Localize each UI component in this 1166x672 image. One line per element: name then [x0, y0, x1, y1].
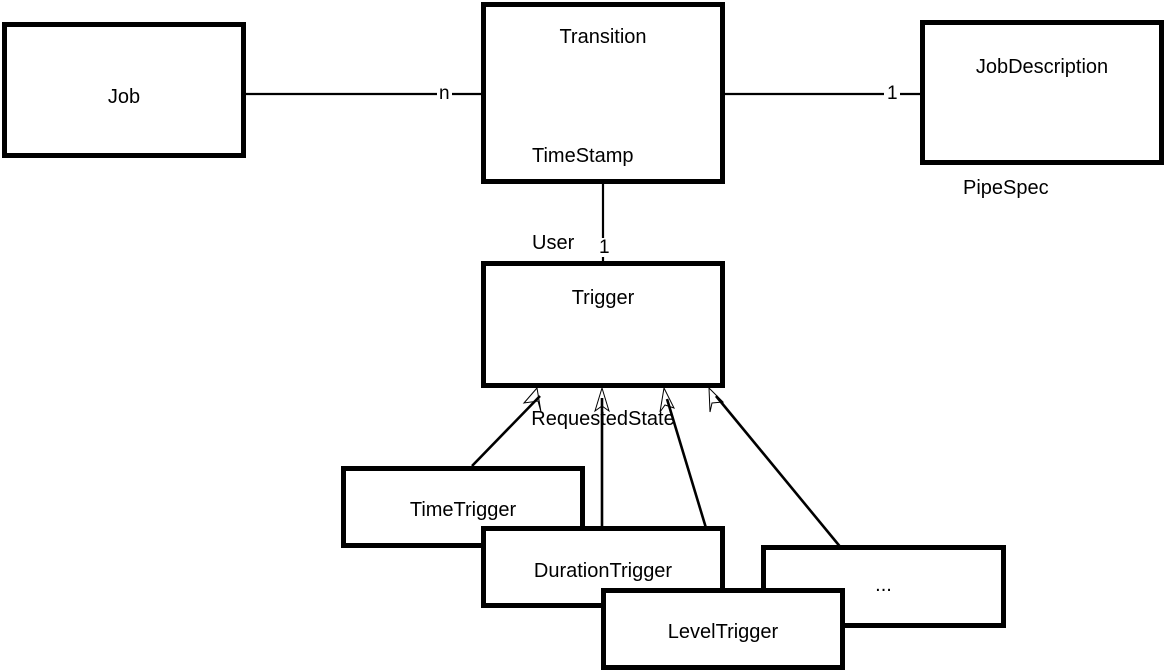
class-attributes-trigger: RequestedState — [486, 347, 720, 492]
class-box-jobdescription[interactable]: JobDescription PipeSpec — [920, 20, 1164, 199]
generalization-arrowhead-leveltrigger — [659, 386, 675, 413]
class-title-timetrigger: TimeTrigger — [409, 499, 517, 521]
class-title-durationtrigger: DurationTrigger — [533, 560, 673, 582]
class-box-transition[interactable]: Transition TimeStamp User CurrentState — [481, 2, 725, 341]
class-title-jobdescription: JobDescription — [975, 56, 1109, 78]
generalization-arrowhead-ellipsis — [708, 386, 725, 413]
class-attribute-user: User — [532, 232, 575, 254]
class-attribute-timestamp: TimeStamp — [532, 145, 634, 167]
generalization-line-ellipsis — [714, 395, 844, 550]
class-title-transition: Transition — [559, 26, 647, 48]
multiplicity-label-job-transition: n — [437, 83, 452, 104]
class-title-ellipsis: ... — [875, 574, 892, 596]
generalization-arrowhead-durationtrigger — [594, 386, 610, 413]
generalization-line-timetrigger — [471, 395, 541, 467]
multiplicity-label-transition-trigger: 1 — [597, 237, 612, 258]
generalization-line-leveltrigger — [665, 398, 708, 529]
generalization-arrowhead-timetrigger — [522, 386, 542, 413]
class-box-trigger[interactable]: Trigger RequestedState — [481, 261, 725, 430]
class-attribute-requestedstate: RequestedState — [531, 408, 675, 430]
class-title-leveltrigger: LevelTrigger — [667, 621, 779, 643]
class-attributes-jobdescription: PipeSpec — [963, 116, 1049, 261]
class-box-job[interactable]: Job — [2, 22, 246, 158]
class-title-job: Job — [107, 86, 141, 108]
multiplicity-label-transition-jobdescription: 1 — [885, 83, 900, 104]
class-title-trigger: Trigger — [571, 287, 635, 309]
class-attribute-pipespec: PipeSpec — [963, 177, 1049, 199]
class-box-leveltrigger[interactable]: LevelTrigger — [601, 588, 845, 670]
